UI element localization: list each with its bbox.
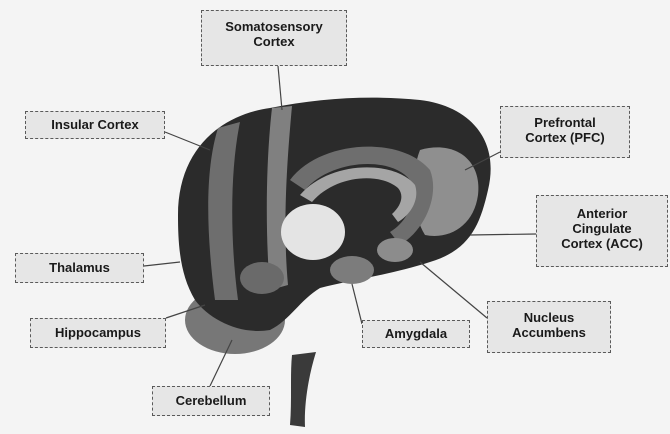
label-amygdala: Amygdala (362, 320, 470, 348)
nucleus-accumbens-region (377, 238, 413, 262)
label-somatosensory-cortex: Somatosensory Cortex (201, 10, 347, 66)
line-somatosensory (278, 66, 282, 110)
label-anterior-cingulate-cortex: Anterior Cingulate Cortex (ACC) (536, 195, 668, 267)
label-prefrontal-cortex: Prefrontal Cortex (PFC) (500, 106, 630, 158)
line-thalamus (144, 262, 180, 266)
thalamus-region (281, 204, 345, 260)
amygdala-region (330, 256, 374, 284)
label-hippocampus: Hippocampus (30, 318, 166, 348)
line-acc (470, 234, 536, 235)
line-amygdala (352, 284, 362, 324)
line-nucleus (420, 262, 487, 318)
label-nucleus-accumbens: Nucleus Accumbens (487, 301, 611, 353)
label-thalamus: Thalamus (15, 253, 144, 283)
hippocampus-region (240, 262, 284, 294)
line-insular (165, 132, 210, 150)
brain-stem (290, 352, 316, 427)
label-cerebellum: Cerebellum (152, 386, 270, 416)
label-insular-cortex: Insular Cortex (25, 111, 165, 139)
